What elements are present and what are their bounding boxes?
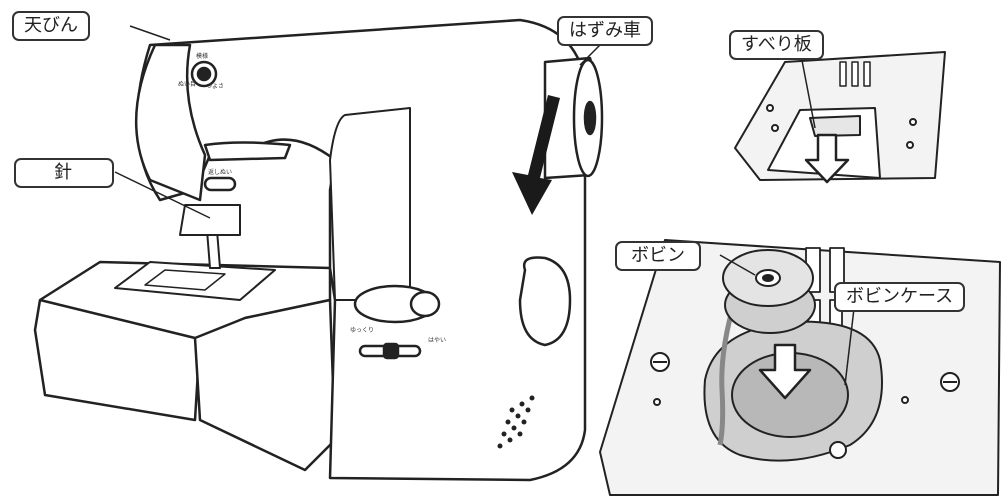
needle-plate [114,261,276,301]
machine-small-text: 模様 ぬい目 つよさ 返しぬい ゆっくり はやい [178,52,446,344]
label-handwheel: はずみ車 [557,16,653,46]
slide-direction-arrow [804,133,850,184]
bobbin-panel [599,239,1001,496]
dial-right-text: つよさ [206,83,224,90]
head-panel [134,43,207,202]
handwheel-rotation-arrow [512,95,560,215]
bobbin-insert-arrow [758,343,812,400]
reverse-text: 返しぬい [208,169,232,176]
stitch-length-dial [518,256,572,347]
dial-upper-text: 模様 [196,52,208,60]
slide-plate-panel [734,51,946,184]
dial-left-text: ぬい目 [178,81,196,88]
bobbin-thread [717,299,738,446]
label-bobbin: ボビン [615,241,701,271]
leader-lines [114,25,856,386]
label-bobbin-case: ボビンケース [834,282,966,312]
arm-opening [329,107,411,301]
label-needle: 針 [14,158,114,188]
label-thread-takeup: 天びん [12,11,90,41]
vent-holes [497,395,535,449]
reverse-button [203,176,237,192]
sewing-machine [33,18,604,482]
speed-fast-text: はやい [428,336,446,344]
speed-slow-text: ゆっくり [350,327,374,334]
bobbin [722,249,816,334]
label-slide-plate: すべり板 [729,30,824,60]
